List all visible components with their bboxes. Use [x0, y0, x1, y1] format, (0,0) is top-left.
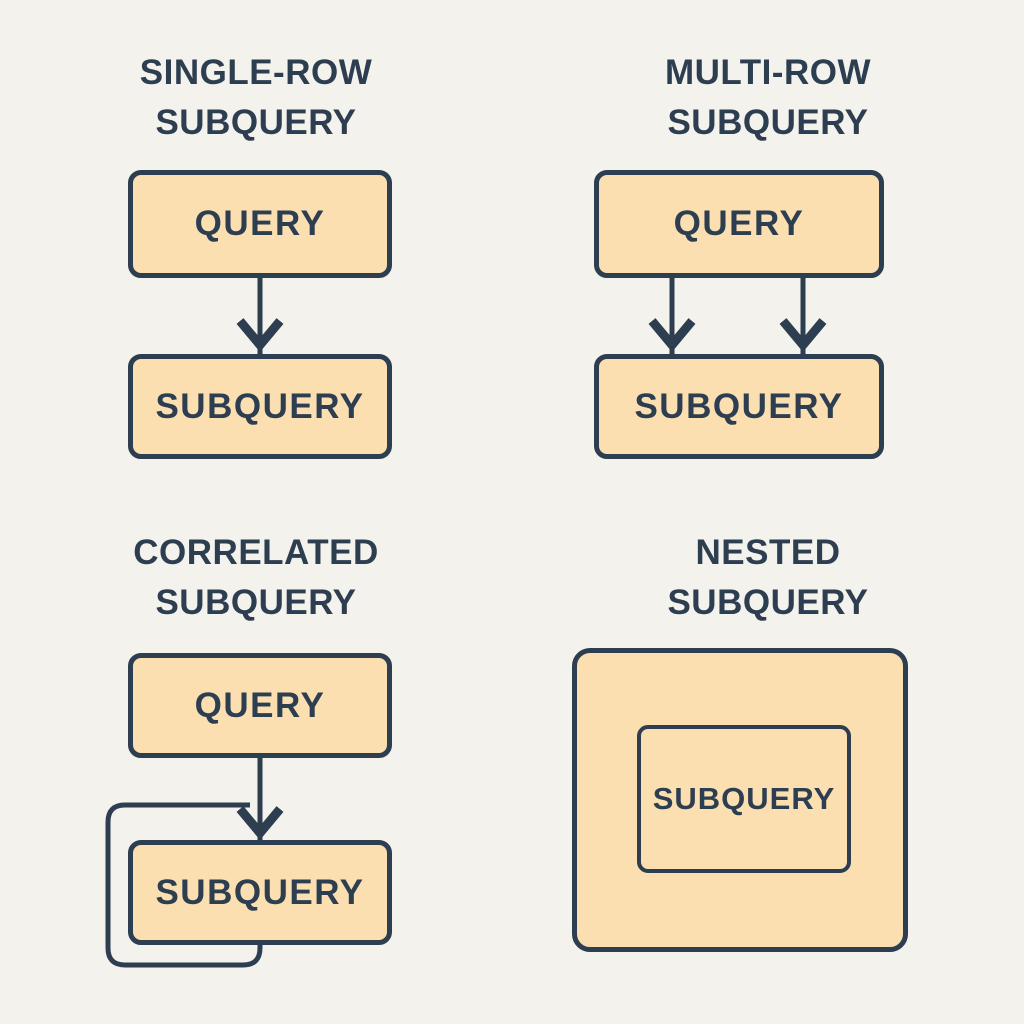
node-outer-query-nested: Subquery	[572, 648, 908, 952]
node-query-multi-row: Query	[594, 170, 884, 278]
node-subquery-multi-row: Subquery	[594, 354, 884, 459]
node-subquery-single-row: Subquery	[128, 354, 392, 459]
panel-title-multi-row: Multi-Row Subquery	[664, 53, 871, 142]
node-label-subquery: Subquery	[634, 386, 844, 426]
panel-title-correlated: Correlated Subquery	[133, 533, 379, 622]
node-query-single-row: Query	[128, 170, 392, 278]
node-query-correlated: Query	[128, 653, 392, 758]
node-label-subquery: Subquery	[155, 386, 365, 426]
node-label-query: Query	[194, 204, 326, 243]
panel-single-row-subquery: Single-Row Subquery Query Subquery	[0, 0, 512, 512]
node-subquery-correlated: Subquery	[128, 840, 392, 945]
panel-correlated-subquery: Correlated Subquery Query Subquery	[0, 512, 512, 1024]
node-label-subquery: Subquery	[652, 781, 836, 816]
panel-nested-subquery: Nested Subquery Subquery	[512, 512, 1024, 1024]
panel-multi-row-subquery: Multi-Row Subquery Query Subquery	[512, 0, 1024, 512]
panel-title-nested: Nested Subquery	[667, 533, 869, 622]
node-label-subquery: Subquery	[155, 872, 365, 912]
node-label-query: Query	[673, 204, 805, 243]
node-inner-subquery-nested: Subquery	[637, 725, 851, 873]
panel-title-single-row: Single-Row Subquery	[139, 53, 373, 142]
node-label-query: Query	[194, 685, 326, 725]
